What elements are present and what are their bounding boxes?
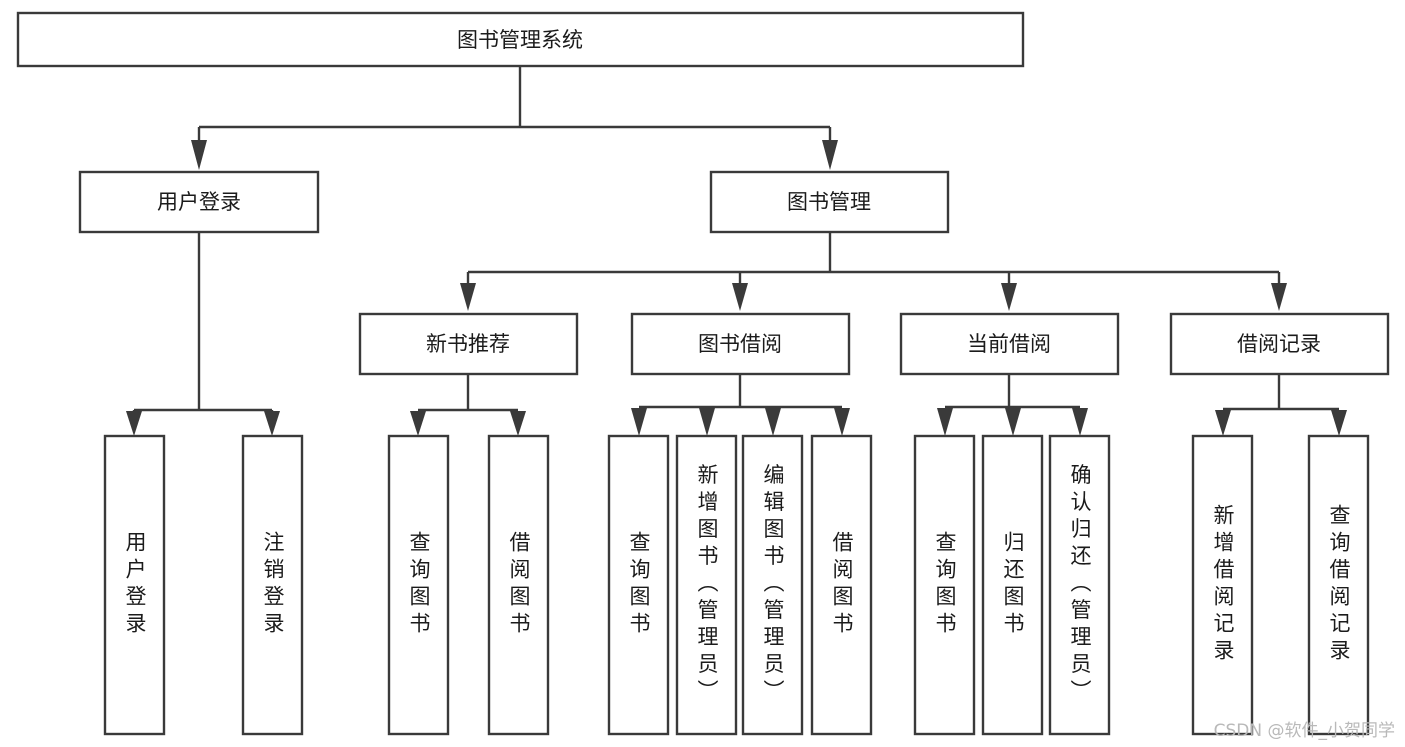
connector-group-root — [191, 66, 838, 170]
node-current-borrow-box[interactable] — [899, 312, 1120, 376]
leaf-book-borrow-3-box[interactable] — [741, 434, 804, 736]
leaf-borrow-record-2-label: 查询借阅记录 — [1327, 504, 1351, 666]
arrow-head-book-borrow — [732, 283, 748, 311]
leaf-borrow-record-1[interactable]: 新增借阅记录 — [1191, 434, 1254, 736]
node-user-login[interactable]: 用户登录 — [78, 170, 320, 234]
leaf-current-borrow-3[interactable]: 确认归还（管理员） — [1048, 434, 1111, 736]
arrow-head-leaf-borrow-record-2 — [1331, 410, 1347, 436]
node-new-book-recommend-label: 新书推荐 — [426, 332, 510, 356]
leaf-new-book-1-box[interactable] — [387, 434, 450, 736]
arrow-head-leaf-user-login-2 — [264, 411, 280, 436]
arrow-head-leaf-user-login-1 — [126, 411, 142, 436]
leaf-book-borrow-1[interactable]: 查询图书 — [607, 434, 670, 736]
node-current-borrow-label: 当前借阅 — [967, 332, 1051, 356]
leaf-book-borrow-2-label: 新增图书（管理员） — [695, 464, 719, 707]
connector-group-current-borrow — [937, 375, 1088, 436]
node-book-management-box[interactable] — [709, 170, 950, 234]
leaf-book-borrow-4[interactable]: 借阅图书 — [810, 434, 873, 736]
node-borrow-record[interactable]: 借阅记录 — [1169, 312, 1390, 376]
node-book-management[interactable]: 图书管理 — [709, 170, 950, 234]
leaf-current-borrow-1[interactable]: 查询图书 — [913, 434, 976, 736]
node-user-login-box[interactable] — [78, 170, 320, 234]
node-new-book-recommend-box[interactable] — [358, 312, 579, 376]
leaf-book-borrow-1-label: 查询图书 — [627, 531, 651, 639]
arrow-head-current-borrow — [1001, 283, 1017, 311]
arrow-head-leaf-book-borrow-2 — [699, 408, 715, 436]
leaf-book-borrow-2[interactable]: 新增图书（管理员） — [675, 434, 738, 736]
node-book-management-label: 图书管理 — [787, 190, 871, 214]
leaf-borrow-record-1-label: 新增借阅记录 — [1211, 504, 1235, 666]
leaf-current-borrow-3-box[interactable] — [1048, 434, 1111, 736]
node-borrow-record-label: 借阅记录 — [1237, 332, 1321, 356]
arrow-head-leaf-current-borrow-1 — [937, 408, 953, 436]
arrow-head-leaf-book-borrow-1 — [631, 408, 647, 436]
leaf-current-borrow-2[interactable]: 归还图书 — [981, 434, 1044, 736]
leaf-book-borrow-2-box[interactable] — [675, 434, 738, 736]
arrow-head-leaf-new-book-2 — [510, 411, 526, 436]
leaf-user-login-1-box[interactable] — [103, 434, 166, 736]
node-root[interactable]: 图书管理系统 — [16, 11, 1025, 68]
leaf-current-borrow-1-label: 查询图书 — [933, 531, 957, 639]
leaf-book-borrow-1-box[interactable] — [607, 434, 670, 736]
node-new-book-recommend[interactable]: 新书推荐 — [358, 312, 579, 376]
arrow-head-leaf-new-book-1 — [410, 411, 426, 436]
arrow-head-leaf-book-borrow-3 — [765, 408, 781, 436]
leaf-new-book-2-label: 借阅图书 — [507, 531, 531, 639]
connector-group-borrow-record — [1215, 375, 1347, 436]
node-book-borrow-box[interactable] — [630, 312, 851, 376]
node-book-borrow-label: 图书借阅 — [698, 332, 782, 356]
node-book-borrow[interactable]: 图书借阅 — [630, 312, 851, 376]
leaf-user-login-1-label: 用户登录 — [123, 531, 147, 639]
leaf-current-borrow-1-box[interactable] — [913, 434, 976, 736]
leaf-borrow-record-2-box[interactable] — [1307, 434, 1370, 736]
leaf-new-book-1-label: 查询图书 — [407, 531, 431, 639]
arrow-head-new-book — [460, 283, 476, 311]
leaf-user-login-2-box[interactable] — [241, 434, 304, 736]
node-user-login-label: 用户登录 — [157, 190, 241, 214]
leaf-user-login-2-label: 注销登录 — [261, 531, 285, 639]
arrow-head-leaf-current-borrow-2 — [1005, 408, 1021, 436]
node-borrow-record-box[interactable] — [1169, 312, 1390, 376]
node-current-borrow[interactable]: 当前借阅 — [899, 312, 1120, 376]
leaf-current-borrow-2-box[interactable] — [981, 434, 1044, 736]
connector-group-book-mgmt — [460, 233, 1287, 311]
leaf-new-book-1[interactable]: 查询图书 — [387, 434, 450, 736]
connector-group-new-book — [410, 375, 526, 436]
arrow-head-leaf-book-borrow-4 — [834, 408, 850, 436]
leaf-book-borrow-3[interactable]: 编辑图书（管理员） — [741, 434, 804, 736]
leaf-current-borrow-3-label: 确认归还（管理员） — [1068, 464, 1092, 707]
leaf-current-borrow-2-label: 归还图书 — [1001, 531, 1025, 639]
connector-group-user-login — [126, 233, 280, 436]
arrow-head-book-mgmt — [822, 140, 838, 170]
arrow-head-user-login — [191, 140, 207, 170]
leaf-book-borrow-4-label: 借阅图书 — [830, 531, 854, 639]
node-root-label: 图书管理系统 — [457, 28, 583, 52]
arrow-head-leaf-borrow-record-1 — [1215, 410, 1231, 436]
arrow-head-leaf-current-borrow-3 — [1072, 408, 1088, 436]
leaf-user-login-1[interactable]: 用户登录 — [103, 434, 166, 736]
leaf-user-login-2[interactable]: 注销登录 — [241, 434, 304, 736]
leaf-borrow-record-2[interactable]: 查询借阅记录 — [1307, 434, 1370, 736]
arrow-head-borrow-record — [1271, 283, 1287, 311]
leaf-book-borrow-3-label: 编辑图书（管理员） — [761, 464, 785, 707]
connector-group-book-borrow — [631, 375, 850, 436]
leaf-new-book-2-box[interactable] — [487, 434, 550, 736]
node-root-box[interactable] — [16, 11, 1025, 68]
leaf-borrow-record-1-box[interactable] — [1191, 434, 1254, 736]
leaf-new-book-2[interactable]: 借阅图书 — [487, 434, 550, 736]
leaf-book-borrow-4-box[interactable] — [810, 434, 873, 736]
